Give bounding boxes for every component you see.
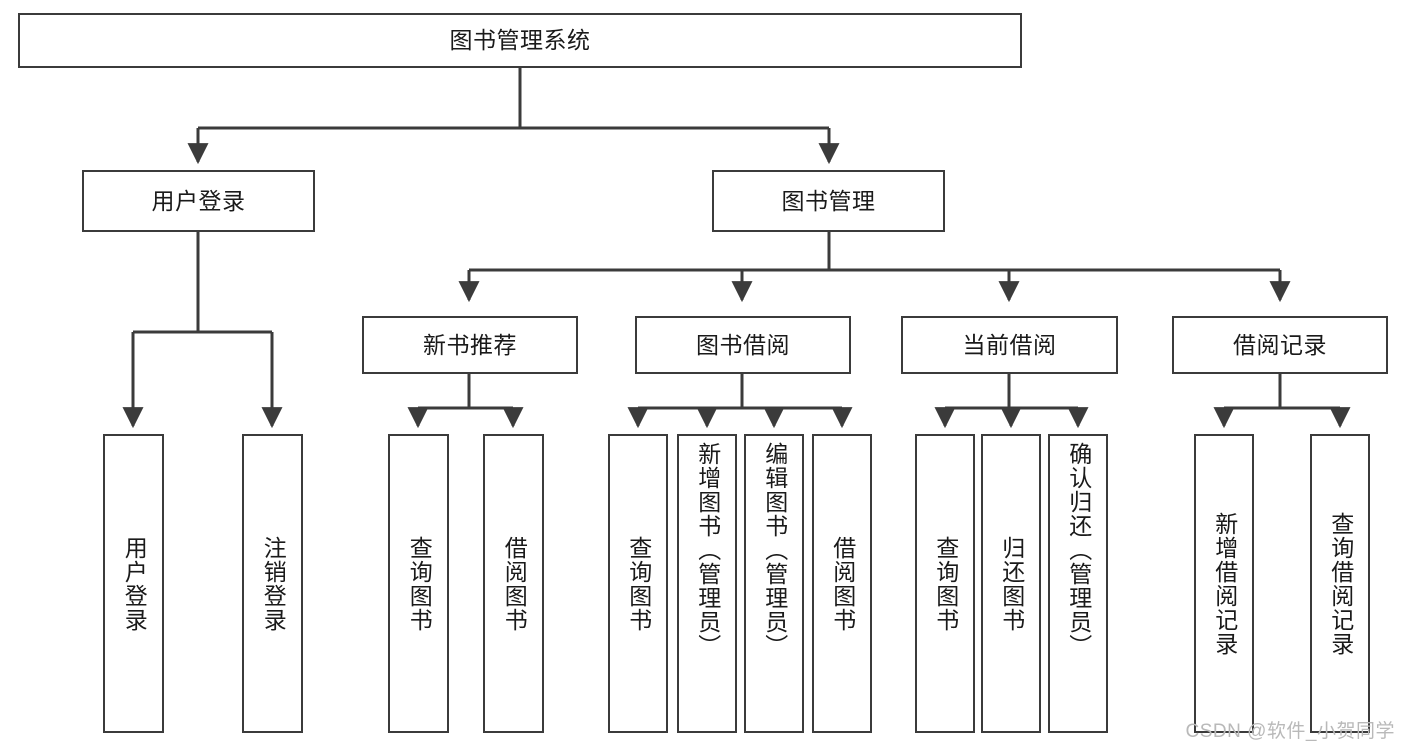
node-label: 图书管理 — [781, 187, 876, 214]
leaf-label: 借阅图书 — [829, 535, 856, 632]
node-label: 图书管理系统 — [449, 27, 591, 54]
node-label: 借阅记录 — [1233, 331, 1327, 358]
leaf-label: 查询图书 — [625, 535, 652, 632]
node-borrowing-records[interactable]: 借阅记录 — [1172, 316, 1388, 374]
leaf-label: 注销登录 — [260, 535, 287, 632]
csdn-watermark: CSDN @软件_小贺同学 — [1185, 721, 1395, 742]
leaf-label: 确认归还（管理员） — [1065, 442, 1092, 658]
leaf-label: 编辑图书（管理员） — [761, 442, 788, 658]
leaf-user-login-logout[interactable]: 注销登录 — [242, 434, 303, 733]
leaf-borrow-edit-book-admin[interactable]: 编辑图书（管理员） — [744, 434, 804, 733]
leaf-current-return-books[interactable]: 归还图书 — [981, 434, 1041, 733]
node-new-book-recommendation[interactable]: 新书推荐 — [362, 316, 578, 374]
leaf-record-query-borrow-record[interactable]: 查询借阅记录 — [1310, 434, 1370, 733]
leaf-label: 新增借阅记录 — [1211, 511, 1238, 656]
leaf-user-login-login[interactable]: 用户登录 — [103, 434, 164, 733]
node-book-borrowing[interactable]: 图书借阅 — [635, 316, 851, 374]
leaf-current-confirm-return-admin[interactable]: 确认归还（管理员） — [1048, 434, 1108, 733]
leaf-new-book-borrow-books[interactable]: 借阅图书 — [483, 434, 544, 733]
leaf-label: 新增图书（管理员） — [694, 442, 721, 658]
leaf-new-book-query-books[interactable]: 查询图书 — [388, 434, 449, 733]
node-label: 用户登录 — [151, 187, 246, 214]
node-user-login[interactable]: 用户登录 — [82, 170, 315, 232]
node-label: 图书借阅 — [696, 331, 790, 358]
leaf-label: 用户登录 — [121, 535, 148, 632]
leaf-label: 借阅图书 — [501, 535, 528, 632]
leaf-borrow-query-books[interactable]: 查询图书 — [608, 434, 668, 733]
leaf-borrow-borrow-books[interactable]: 借阅图书 — [812, 434, 872, 733]
leaf-label: 查询图书 — [932, 535, 959, 632]
node-label: 新书推荐 — [423, 331, 517, 358]
node-book-management[interactable]: 图书管理 — [712, 170, 945, 232]
leaf-current-query-books[interactable]: 查询图书 — [915, 434, 975, 733]
leaf-label: 查询借阅记录 — [1327, 511, 1354, 656]
leaf-record-add-borrow-record[interactable]: 新增借阅记录 — [1194, 434, 1254, 733]
node-root-book-management-system[interactable]: 图书管理系统 — [18, 13, 1022, 68]
leaf-borrow-add-book-admin[interactable]: 新增图书（管理员） — [677, 434, 737, 733]
node-label: 当前借阅 — [962, 331, 1057, 358]
node-current-borrowing[interactable]: 当前借阅 — [901, 316, 1118, 374]
leaf-label: 查询图书 — [406, 535, 433, 632]
leaf-label: 归还图书 — [998, 535, 1025, 632]
